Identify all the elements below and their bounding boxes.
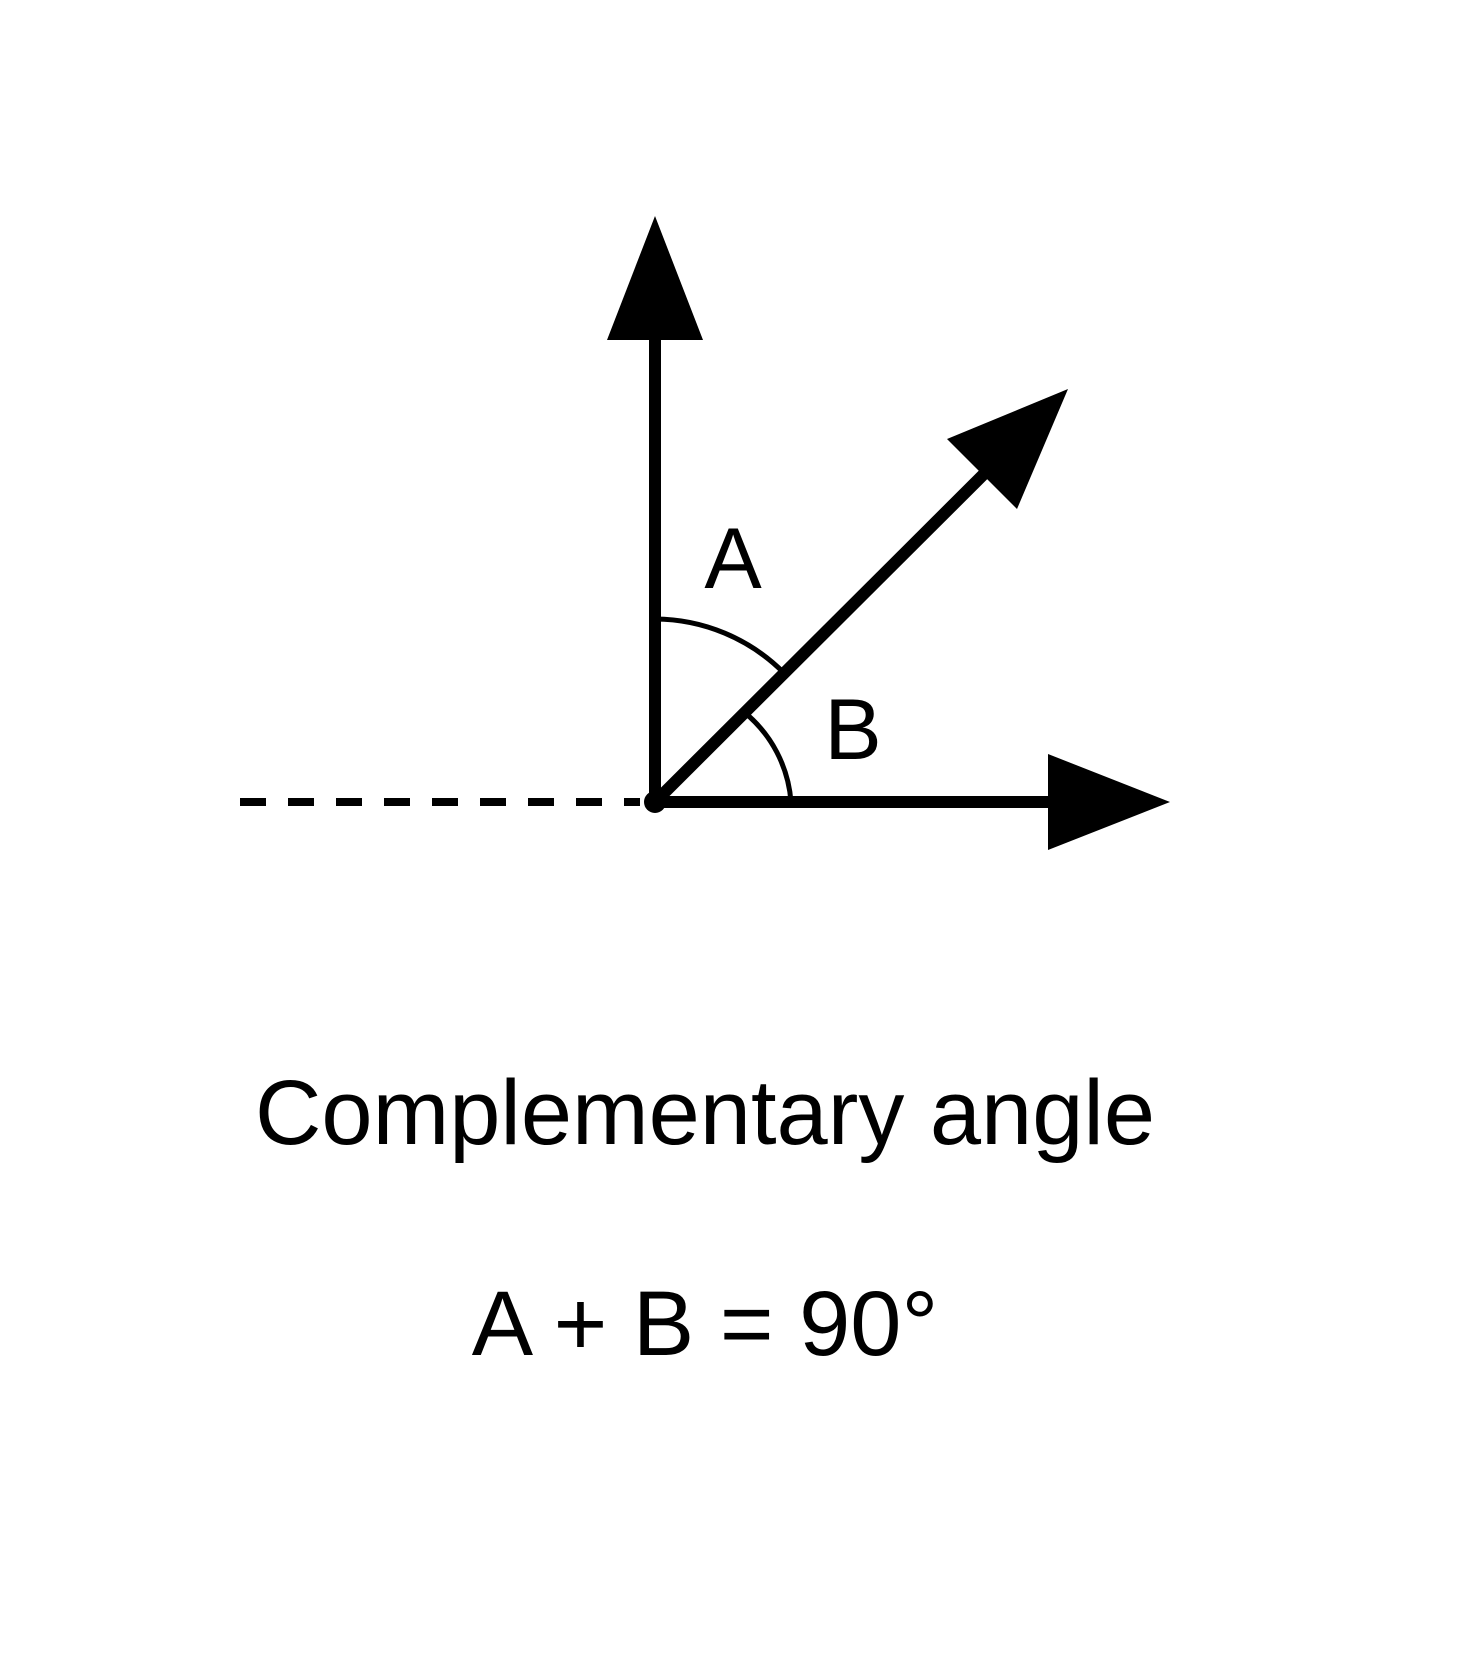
caption: Complementary angle <box>255 1062 1155 1164</box>
diagonal-ray <box>650 447 1011 807</box>
vertical-arrowhead <box>607 216 703 340</box>
angle-a-label: A <box>704 511 762 607</box>
angle-b-label: B <box>824 682 881 778</box>
angle-a-arc <box>654 616 786 675</box>
horizontal-arrowhead <box>1048 754 1170 850</box>
vertex-dot <box>644 791 666 813</box>
equation: A + B = 90° <box>472 1273 938 1375</box>
diagonal-arrowhead <box>947 389 1068 509</box>
angle-b-arc <box>742 710 794 803</box>
